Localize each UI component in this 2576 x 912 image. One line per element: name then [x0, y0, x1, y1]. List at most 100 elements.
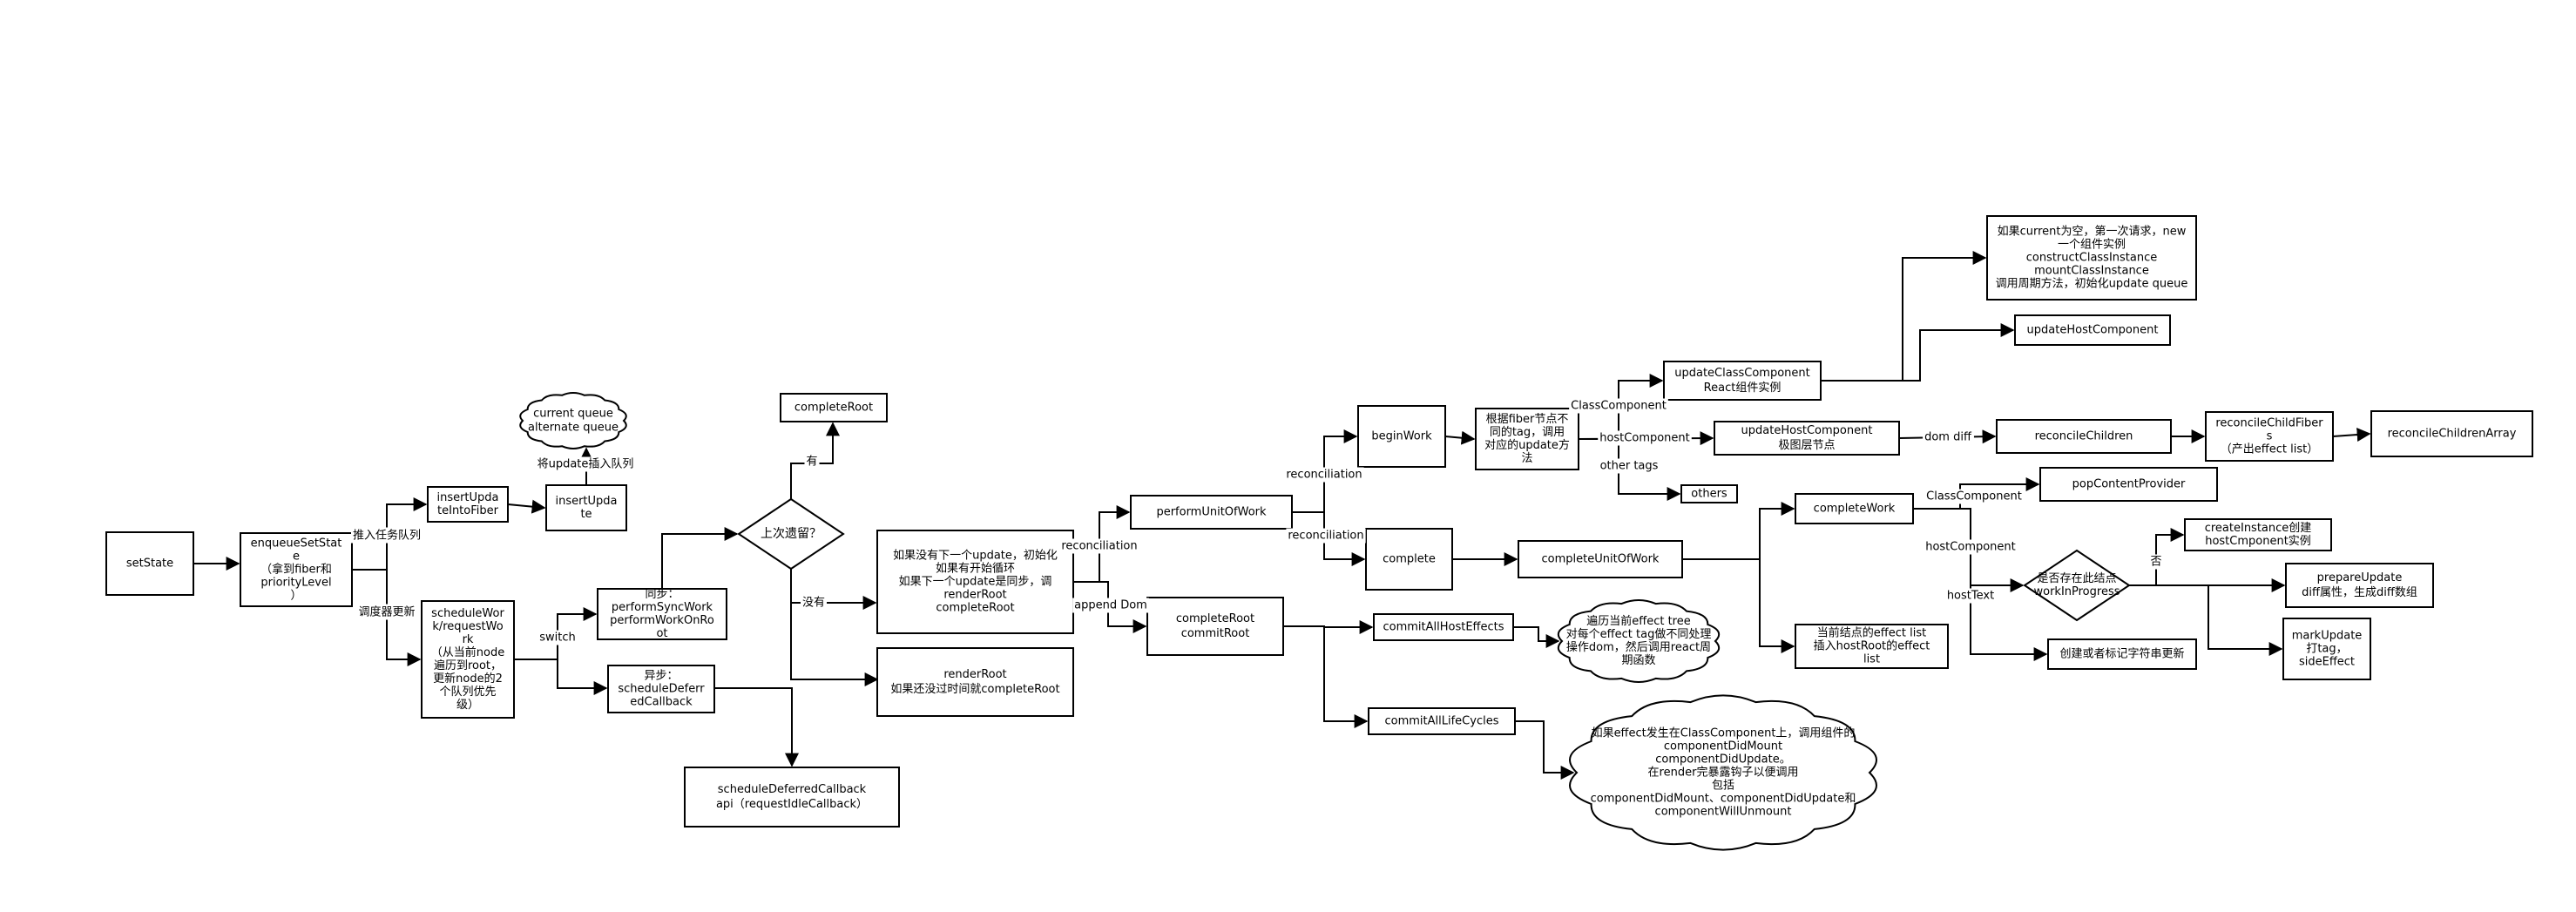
node-others: others	[1680, 484, 1738, 503]
fiberTag-text-line-2: 对应的update方	[1484, 438, 1570, 452]
edge-label-otherTags: other tags	[1598, 458, 1660, 474]
edge-label-text-pushQueue: 推入任务队列	[353, 529, 421, 543]
workInProgress-text-line-0: 是否存在此结点	[2037, 572, 2116, 585]
scheduleWork-text-line-3: （从当前node	[431, 645, 504, 659]
currentEmpty-text-line-4: 调用周期方法，初始化update queue	[1996, 277, 2188, 291]
currentQueue-text-line-0: current queue	[533, 408, 613, 421]
node-popContentProvider: popContentProvider	[2039, 467, 2218, 502]
node-commitAllLifeCycles: commitAllLifeCycles	[1368, 707, 1516, 735]
edge-label-text-reconciliation2: reconciliation	[1286, 469, 1362, 482]
edge-unitOfWork-to-effectList	[1682, 558, 1795, 653]
updateHostComponentTop-text-line-0: updateHostComponent	[2027, 324, 2159, 337]
edge-label-scheduleUpdate: 调度器更新	[356, 604, 417, 620]
edge-label-text-classComponent2: ClassComponent	[1926, 490, 2022, 503]
currentEmpty-text-line-0: 如果current为空，第一次请求，new	[1998, 225, 2187, 239]
enqueueSetState-text-line-4: ）	[290, 590, 301, 603]
edge-label-text-appendDom: append Dom	[1074, 599, 1147, 612]
currentEmpty-text-line-2: constructClassInstance	[2026, 252, 2158, 265]
edge-label-text-hostComponent2: hostComponent	[1925, 541, 2016, 554]
edge-lifeCycles-to-cloud	[1515, 720, 1575, 780]
edge-decision2-to-markUpdate	[2129, 584, 2283, 656]
scheduleDeferredApi-text-line-0: scheduleDeferredCallback	[718, 783, 867, 796]
completeUnitOfWork-text-line-0: completeUnitOfWork	[1542, 553, 1660, 566]
edge-label-text-negation: 否	[2150, 556, 2161, 569]
scheduleWork-text-line-2: rk	[463, 633, 474, 646]
edge-completeWork-to-createText	[1913, 508, 2048, 661]
enqueueSetState-text-line-0: enqueueSetStat	[251, 537, 342, 551]
loopInfo-text-line-0: 如果没有下一个update，初始化	[893, 549, 1058, 563]
edge-decision-to-renderRoot	[790, 569, 879, 686]
edge-label-text-reconciliation3: reconciliation	[1288, 530, 1363, 543]
edge-label-reconciliation3: reconciliation	[1286, 528, 1366, 544]
others-text-line-0: others	[1691, 488, 1727, 501]
scheduleDeferred-text-line-2: edCallback	[630, 696, 693, 709]
createInstance-text-line-1: hostCmponent实例	[2205, 535, 2311, 548]
enqueueSetState-text-line-2: （拿到fiber和	[260, 563, 332, 577]
currentQueue-text-line-1: alternate queue	[528, 422, 619, 435]
createTextMark-text-line-0: 创建或者标记字符串更新	[2059, 647, 2184, 661]
fiberTag-text-line-0: 根据fiber节点不	[1486, 413, 1569, 426]
markUpdate-text-line-1: 打tag，	[2306, 643, 2347, 656]
edge-label-classComponent2: ClassComponent	[1924, 489, 2024, 504]
fiberTag-text-line-3: 法	[1521, 452, 1532, 465]
edge-beginWork-to-fiberTag	[1444, 430, 1476, 445]
node-performUnitOfWork: performUnitOfWork	[1130, 495, 1293, 530]
loopInfo-text-line-2: 如果下一个update是同步，调	[899, 575, 1052, 589]
loopInfo-text-line-3: renderRoot	[943, 589, 1006, 602]
insertUpdate-text-line-1: te	[580, 508, 592, 521]
markUpdate-text-line-2: sideEffect	[2299, 656, 2355, 669]
edge-scheduleWork-to-deferred	[514, 659, 608, 695]
scheduleWork-text-line-7: 级）	[456, 699, 479, 712]
completeWork-text-line-0: completeWork	[1814, 503, 1896, 516]
scheduleWork-text-line-0: scheduleWor	[431, 607, 504, 620]
updateHostComponentMid-text-line-0: updateHostComponent	[1741, 424, 1873, 437]
effectList-text-line-2: list	[1863, 653, 1880, 666]
edge-label-text-otherTags: other tags	[1600, 460, 1659, 473]
insertUpdateIntoFiber-text-line-0: insertUpda	[436, 491, 498, 504]
reconcileChildrenArray-text-line-0: reconcileChildrenArray	[2388, 428, 2517, 441]
workInProgress-text-line-1: workInProgress	[2033, 585, 2120, 598]
node-reconcileChildrenArray: reconcileChildrenArray	[2370, 410, 2533, 457]
createInstance-text-line-0: createInstance创建	[2205, 522, 2312, 535]
node-scheduleWork: scheduleWork/requestWork（从当前node遍历到root，…	[421, 600, 515, 719]
cloud-lifecycleCloud: 如果effect发生在ClassComponent上，调用组件的 componen…	[1569, 694, 1877, 851]
edge-updateClass-to-currentEmpty	[1821, 251, 1987, 382]
edge-insertFiber-to-insertUpdate	[507, 499, 546, 514]
edge-label-negation: 否	[2148, 554, 2164, 570]
completeRootTop-text-line-0: completeRoot	[794, 402, 873, 415]
edge-label-classComponent: ClassComponent	[1569, 398, 1668, 414]
node-commitAllHostEffects: commitAllHostEffects	[1373, 613, 1514, 641]
node-currentEmpty: 如果current为空，第一次请求，new一个组件实例constructClas…	[1986, 215, 2197, 301]
enqueueSetState-text-line-1: e	[293, 551, 300, 564]
commitAllLifeCycles-text-line-0: commitAllLifeCycles	[1385, 715, 1499, 728]
currentEmpty-text-line-1: 一个组件实例	[2058, 239, 2126, 252]
performUnitOfWork-text-line-0: performUnitOfWork	[1156, 506, 1267, 519]
popContentProvider-text-line-0: popContentProvider	[2072, 478, 2186, 491]
node-setState: setState	[105, 531, 194, 596]
effectList-text-line-1: 插入hostRoot的effect	[1814, 639, 1930, 653]
scheduleWork-text-line-5: 更新node的2	[433, 672, 503, 686]
effectTreeCloud-text-line-0: 遍历当前effect tree	[1586, 614, 1690, 628]
node-completeWork: completeWork	[1795, 493, 1914, 524]
edge-label-text-no: 没有	[802, 597, 825, 610]
edge-label-domDiff: dom diff	[1923, 429, 1974, 445]
beginWork-text-line-0: beginWork	[1371, 430, 1432, 443]
reconcileChildFibers-text-line-1: s	[2267, 430, 2273, 443]
edge-label-text-switch: switch	[539, 632, 576, 645]
edge-label-text-domDiff: dom diff	[1924, 431, 1972, 444]
lifecycleCloud-text-line-0: 如果effect发生在ClassComponent上，调用组件的	[1592, 726, 1856, 740]
insertUpdate-text-line-0: insertUpda	[555, 495, 617, 508]
loopInfo-text-line-4: completeRoot	[936, 602, 1014, 615]
fiberTag-text-line-1: 同的tag，调用	[1490, 425, 1565, 439]
edge-label-pushQueue: 推入任务队列	[350, 527, 423, 544]
commitAllHostEffects-text-line-0: commitAllHostEffects	[1383, 621, 1504, 634]
lifecycleCloud-text-line-5: componentDidMount、componentDidUpdate和	[1591, 793, 1856, 806]
node-createTextMark: 创建或者标记字符串更新	[2047, 638, 2197, 670]
lifecycleCloud-text-line-6: componentWillUnmount	[1655, 806, 1792, 819]
node-complete: complete	[1365, 528, 1453, 591]
